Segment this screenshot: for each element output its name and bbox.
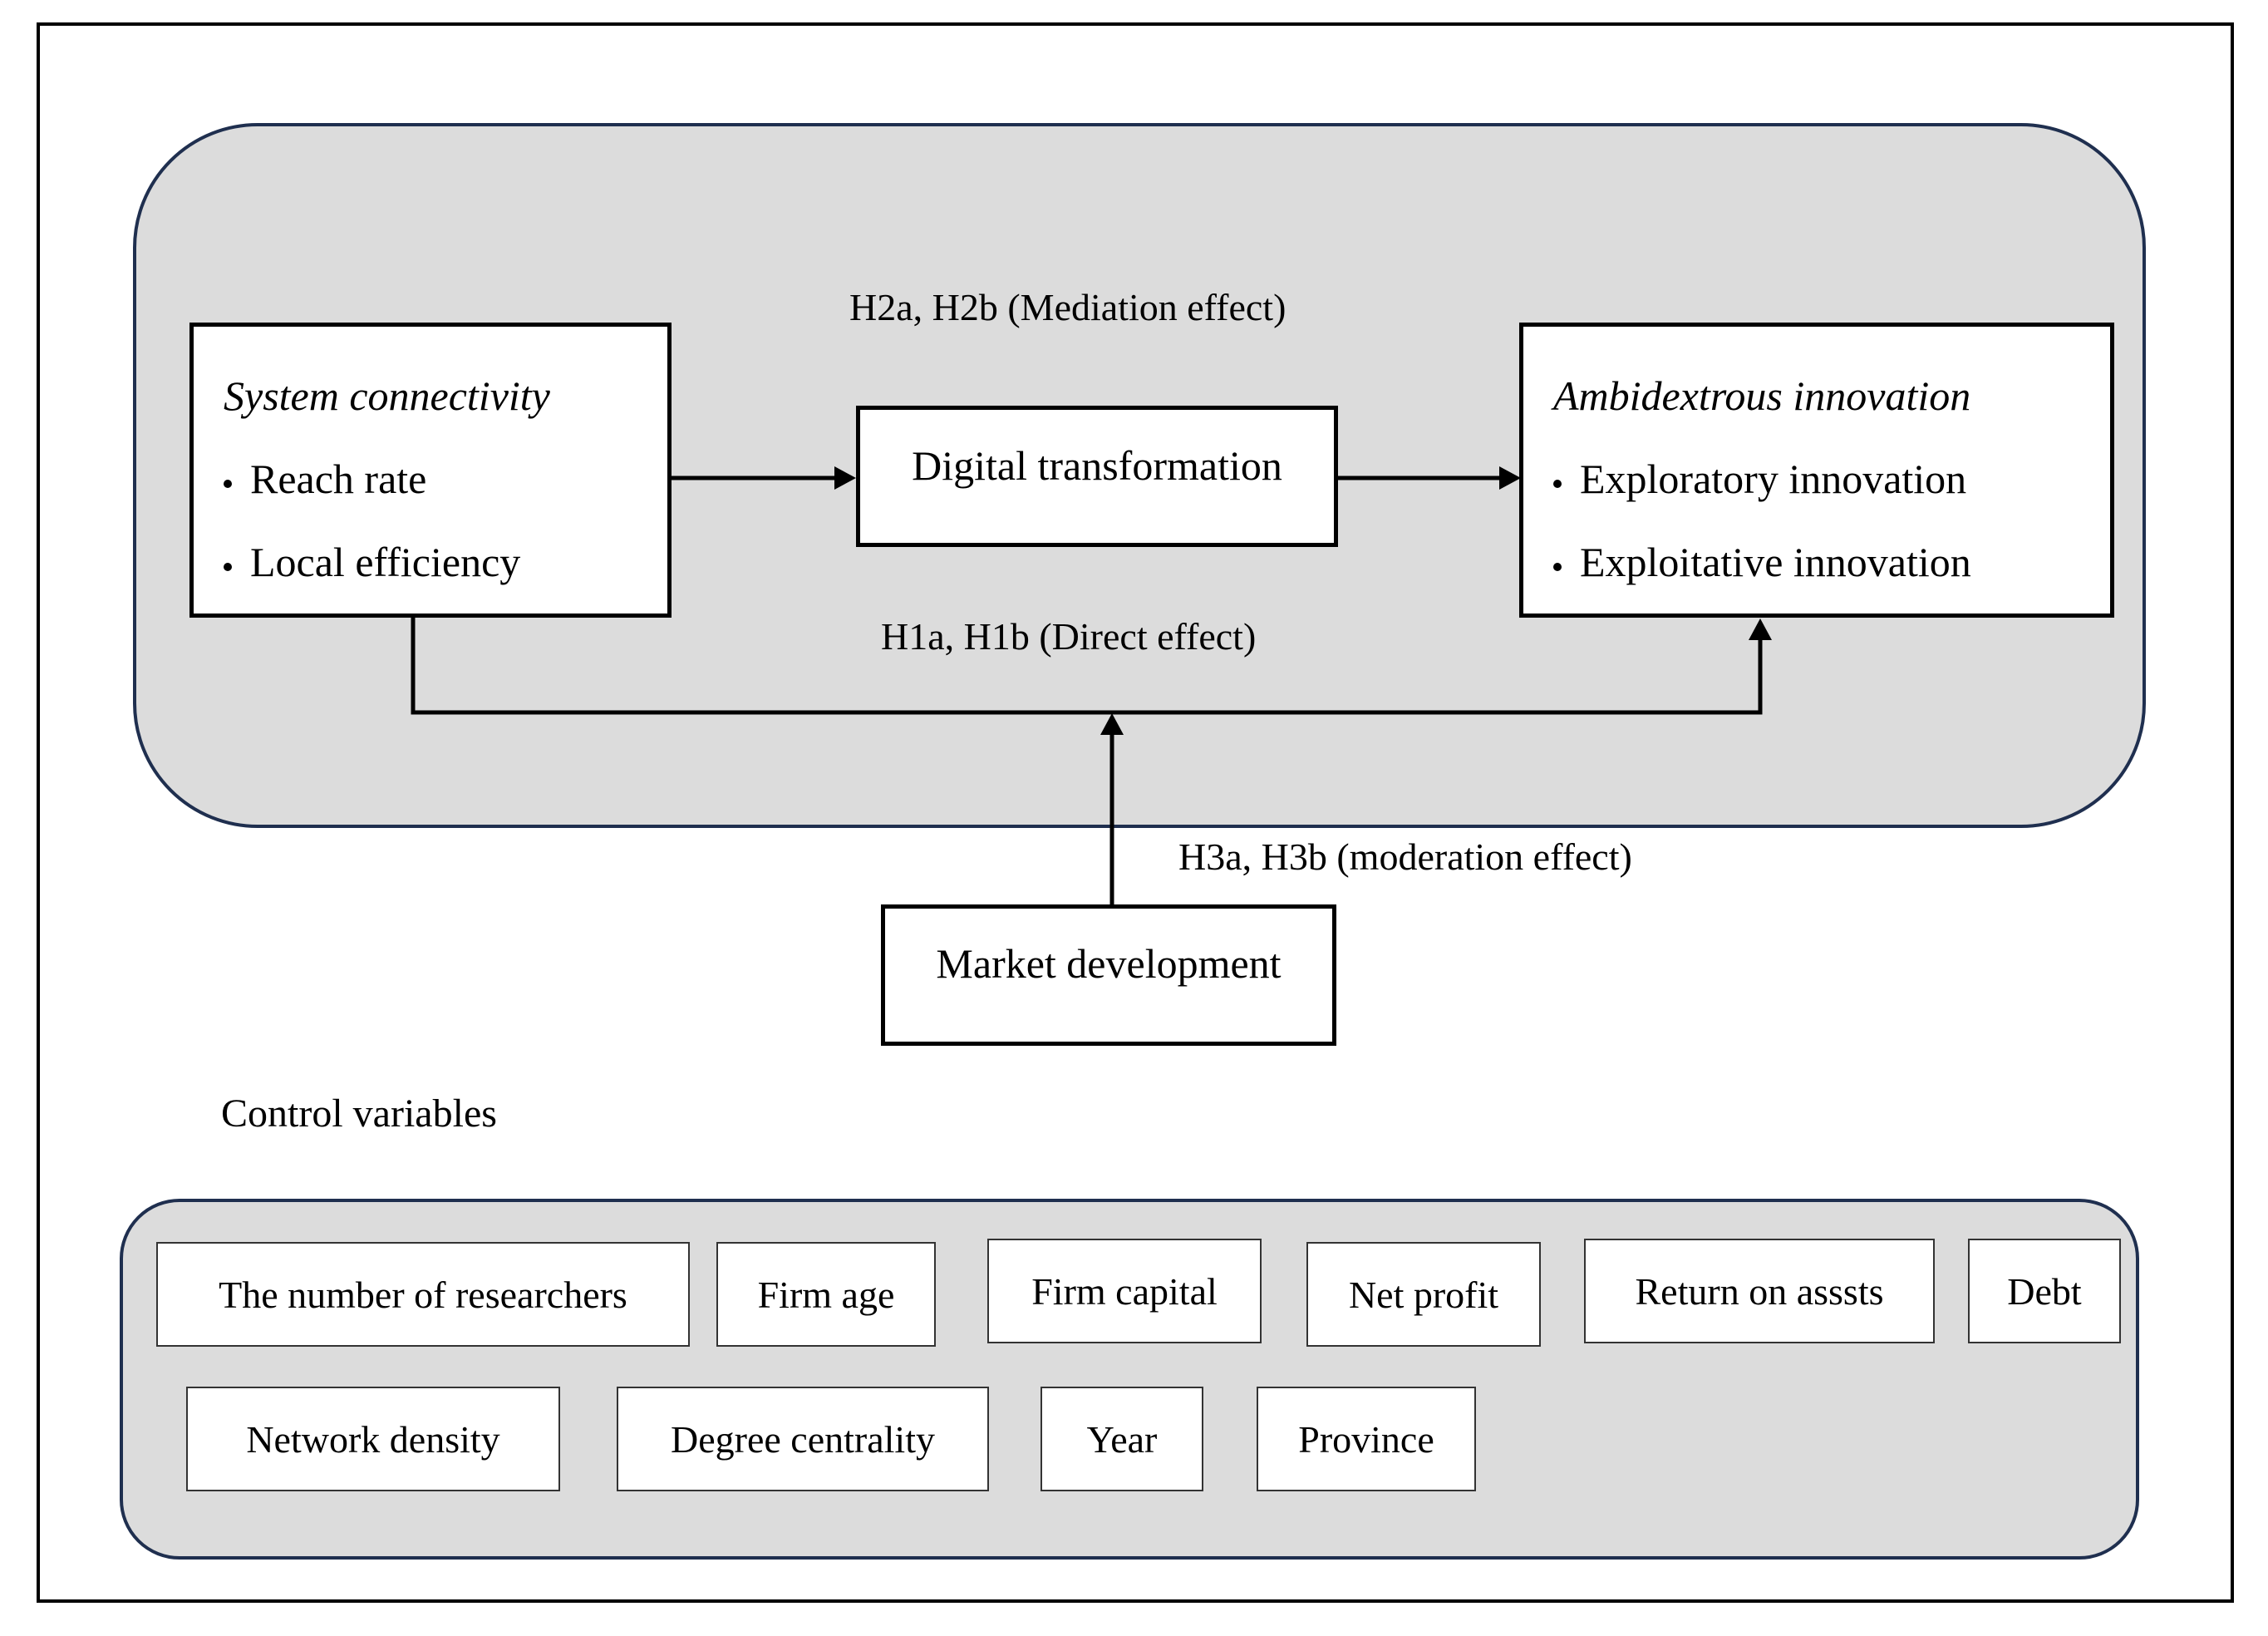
independent-item-label: Reach rate: [250, 456, 427, 502]
bullet-icon: [1553, 562, 1562, 571]
bullet-icon: [1553, 479, 1562, 488]
dependent-variable-title: Ambidextrous innovation: [1553, 372, 1971, 419]
figure-frame: [37, 22, 2234, 1603]
control-variable-box: Return on asssts: [1584, 1239, 1935, 1343]
independent-item: Local efficiency: [224, 536, 667, 588]
control-variables-heading: Control variables: [221, 1091, 497, 1136]
dependent-variable-box: Ambidextrous innovation Exploratory inno…: [1519, 323, 2114, 618]
bullet-icon: [224, 562, 232, 571]
control-variable-box: Year: [1041, 1387, 1203, 1491]
control-variable-box: The number of researchers: [156, 1242, 690, 1347]
mediation-label: H2a, H2b (Mediation effect): [849, 286, 1287, 328]
bullet-icon: [224, 479, 232, 488]
control-variable-box: Firm age: [716, 1242, 936, 1347]
control-variable-box: Network density: [186, 1387, 560, 1491]
control-variable-box: Net profit: [1306, 1242, 1541, 1347]
moderator-box: Market development: [881, 904, 1336, 1046]
control-variable-box: Debt: [1968, 1239, 2121, 1343]
control-variable-box: Province: [1257, 1387, 1476, 1491]
independent-item-label: Local efficiency: [250, 539, 521, 585]
direct-effect-label: H1a, H1b (Direct effect): [881, 615, 1257, 658]
control-variable-box: Degree centrality: [617, 1387, 989, 1491]
dependent-item: Exploratory innovation: [1553, 453, 2110, 505]
dependent-item-label: Exploratory innovation: [1580, 456, 1967, 502]
independent-item: Reach rate: [224, 453, 667, 505]
mediator-box: Digital transformation: [856, 406, 1338, 547]
independent-variable-box: System connectivity Reach rate Local eff…: [189, 323, 672, 618]
moderation-label: H3a, H3b (moderation effect): [1178, 835, 1632, 878]
dependent-item: Exploitative innovation: [1553, 536, 2110, 588]
control-variable-box: Firm capital: [987, 1239, 1262, 1343]
moderator-label: Market development: [936, 940, 1282, 987]
dependent-item-label: Exploitative innovation: [1580, 539, 1971, 585]
independent-variable-title: System connectivity: [224, 372, 550, 419]
mediator-label: Digital transformation: [912, 442, 1282, 489]
